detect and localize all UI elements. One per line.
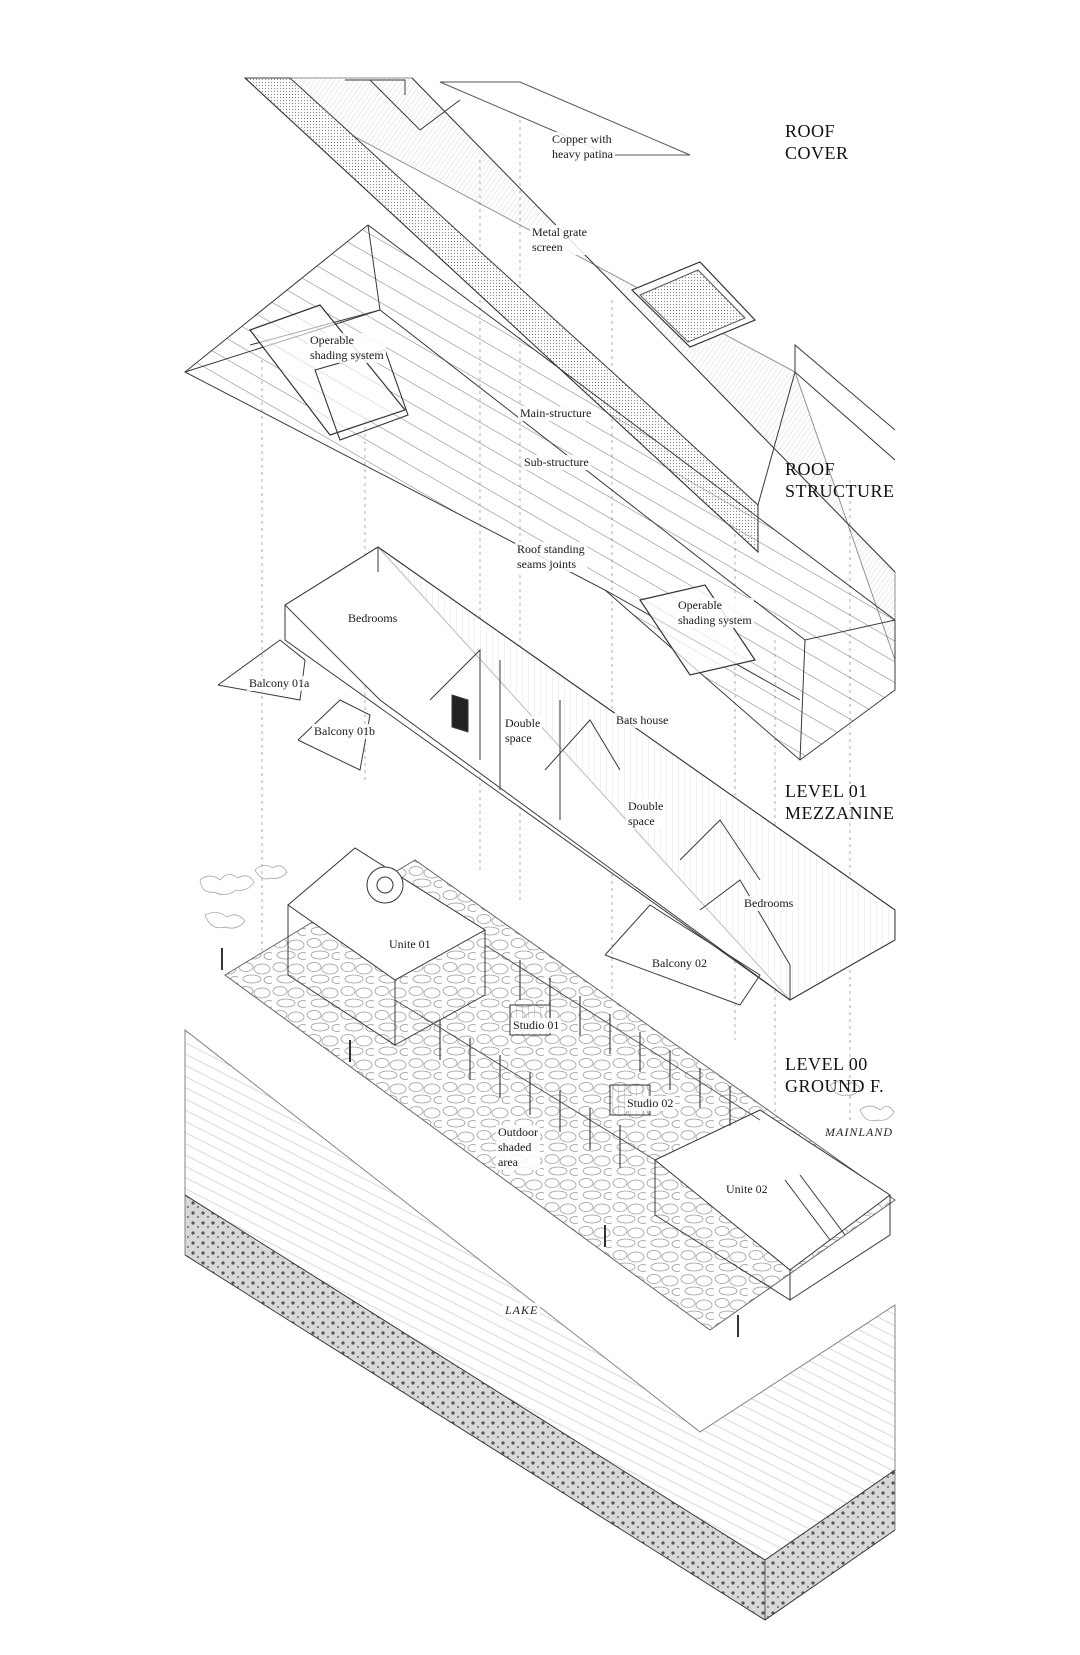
label-lake: LAKE — [503, 1303, 541, 1318]
label-double-space-2: Double space — [626, 799, 666, 829]
level-01-mezzanine — [217, 546, 896, 1006]
site-ground — [184, 1029, 896, 1621]
section-title-level-01: LEVEL 01 MEZZANINE — [785, 781, 895, 823]
label-unite-02: Unite 02 — [724, 1182, 770, 1197]
label-main-structure: Main-structure — [518, 406, 594, 421]
label-bedrooms-1: Bedrooms — [346, 611, 400, 626]
label-seams: Roof standing seams joints — [515, 542, 587, 572]
label-shading-1: Operable shading system — [308, 333, 386, 363]
section-title-level-00: LEVEL 00 GROUND F. — [785, 1054, 885, 1096]
label-bedrooms-2: Bedrooms — [742, 896, 796, 911]
label-bats-house: Bats house — [614, 713, 671, 728]
vegetation — [199, 865, 895, 1122]
section-title-roof-structure: ROOF STRUCTURE — [785, 459, 895, 501]
label-double-space-1: Double space — [503, 716, 543, 746]
label-unite-01: Unite 01 — [387, 937, 433, 952]
label-grate: Metal grate screen — [530, 225, 589, 255]
level-00-ground — [221, 847, 896, 1337]
label-balcony-01a: Balcony 01a — [247, 676, 312, 691]
section-title-roof-cover: ROOF COVER — [785, 121, 849, 163]
label-outdoor: Outdoor shaded area — [496, 1125, 540, 1170]
label-balcony-02: Balcony 02 — [650, 956, 709, 971]
label-balcony-01b: Balcony 01b — [312, 724, 377, 739]
label-studio-01: Studio 01 — [511, 1018, 562, 1033]
label-studio-02: Studio 02 — [625, 1096, 676, 1111]
label-shading-2: Operable shading system — [676, 598, 754, 628]
label-sub-structure: Sub-structure — [522, 455, 591, 470]
label-mainland: MAINLAND — [823, 1125, 895, 1140]
label-copper: Copper with heavy patina — [550, 132, 615, 162]
